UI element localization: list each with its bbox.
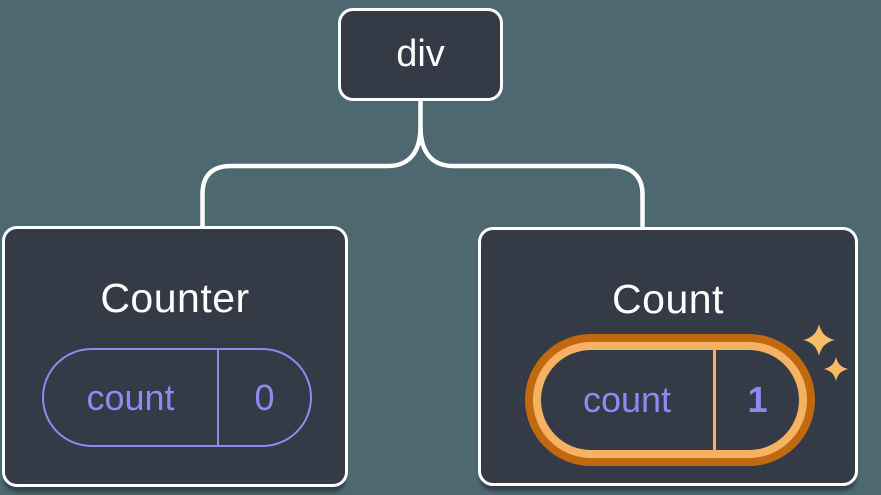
state-value: 0 (254, 376, 275, 418)
component-title: Count (612, 276, 724, 322)
state-badge: count 0 (42, 348, 312, 447)
tree-node-count: Count count 1 (478, 227, 858, 486)
highlight-ring: count 1 (533, 342, 807, 458)
sparkle-icon-large (803, 324, 835, 356)
state-badge-highlighted: count 1 (525, 334, 815, 466)
tree-node-counter: Counter count 0 (2, 226, 348, 487)
tree-node-div-label: div (396, 33, 445, 75)
tree-node-div: div (338, 8, 503, 101)
state-key-label: count (44, 350, 219, 445)
state-value: 1 (747, 379, 768, 420)
component-title: Counter (100, 275, 250, 321)
state-key-label: count (541, 350, 716, 450)
state-badge-core: count 1 (541, 350, 799, 450)
sparkle-icon-small (824, 357, 848, 381)
